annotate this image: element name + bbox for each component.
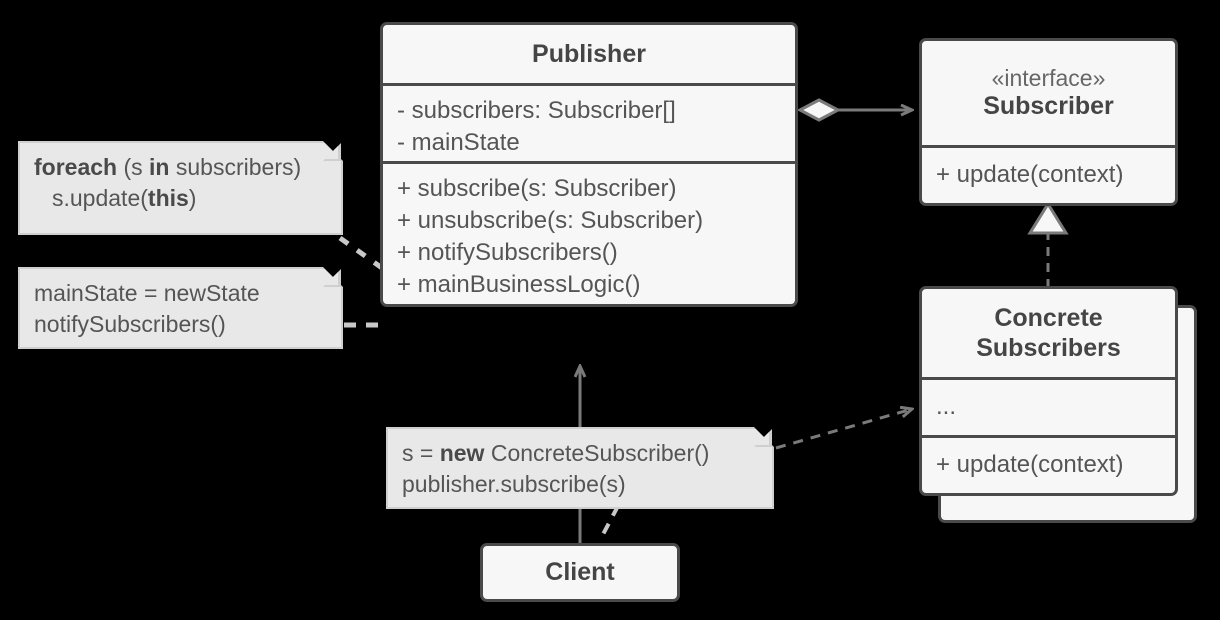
note-client-assign-pre: s =	[402, 440, 440, 466]
note-foreach[interactable]: foreach (s in subscribers) s.update(this…	[18, 141, 343, 235]
concrete-fields-section: ...	[922, 377, 1175, 435]
publisher-method-0: + subscribe(s: Subscriber)	[397, 175, 677, 202]
note-fold-triangle-inner-icon	[325, 272, 338, 285]
publisher-title-section: Publisher	[383, 25, 795, 83]
wire-clientnote-anchor	[598, 505, 620, 541]
publisher-method-3: + mainBusinessLogic()	[397, 271, 641, 299]
client-title: Client	[545, 558, 615, 587]
note-foreach-keyword-in: in	[149, 154, 170, 180]
class-box-client[interactable]: Client	[480, 543, 680, 602]
concrete-title-section: Concrete Subscribers	[922, 289, 1175, 377]
subscriber-stereotype: «interface»	[991, 64, 1106, 91]
concrete-title-line-1: Concrete	[994, 303, 1103, 332]
note-fold-triangle-inner-icon	[756, 432, 769, 445]
concrete-method-0: + update(context)	[936, 451, 1124, 479]
note-client-keyword-new: new	[439, 440, 485, 466]
note-main-state-line-2: notifySubscribers()	[34, 311, 226, 338]
note-main-state-line-1: mainState = newState	[34, 280, 260, 306]
wire-foreach-note-anchor	[338, 235, 384, 271]
client-title-section: Client	[483, 546, 677, 599]
publisher-field-1: - mainState	[397, 129, 520, 157]
publisher-title: Publisher	[532, 39, 646, 68]
publisher-method-1: + unsubscribe(s: Subscriber)	[397, 207, 704, 235]
class-box-subscriber-interface[interactable]: «interface» Subscriber + update(context)	[919, 38, 1178, 206]
note-foreach-line-1: foreach (s in subscribers)	[34, 152, 327, 183]
subscriber-title: Subscriber	[983, 91, 1114, 120]
note-fold-triangle-inner-icon	[325, 146, 338, 159]
class-box-concrete-subscribers[interactable]: Concrete Subscribers ... + update(contex…	[919, 286, 1178, 496]
note-foreach-call-pre: s.update(	[52, 185, 148, 212]
subscriber-title-section: «interface» Subscriber	[922, 41, 1175, 145]
note-foreach-text-a: (s	[117, 154, 150, 180]
publisher-method-2: + notifySubscribers()	[397, 239, 618, 267]
concrete-methods-section: + update(context)	[922, 435, 1175, 493]
note-client-code-line-2: publisher.subscribe(s)	[402, 471, 626, 498]
concrete-title-line-2: Subscribers	[976, 334, 1121, 362]
note-foreach-text-b: subscribers)	[169, 154, 302, 180]
note-client-code[interactable]: s = new ConcreteSubscriber() publisher.s…	[386, 427, 774, 509]
publisher-methods-section: + subscribe(s: Subscriber) + unsubscribe…	[383, 161, 795, 304]
concrete-field-0: ...	[936, 393, 957, 421]
note-client-assign-post: ConcreteSubscriber()	[484, 440, 710, 466]
wire-publisher-subscriber	[796, 98, 912, 122]
note-foreach-keyword-this: this	[147, 185, 189, 212]
note-foreach-call-post: )	[188, 185, 197, 212]
publisher-field-0: - subscribers: Subscriber[]	[397, 97, 676, 124]
wire-clientnote-concrete	[775, 409, 912, 450]
class-box-publisher[interactable]: Publisher - subscribers: Subscriber[] - …	[380, 22, 798, 307]
note-foreach-line-2: s.update(this)	[34, 183, 196, 214]
note-client-code-line-1: s = new ConcreteSubscriber()	[402, 438, 758, 469]
wire-concrete-implements-subscriber	[1027, 201, 1069, 288]
note-main-state[interactable]: mainState = newState notifySubscribers()	[18, 267, 343, 349]
subscriber-methods-section: + update(context)	[922, 145, 1175, 203]
subscriber-method-0: + update(context)	[936, 161, 1124, 189]
note-foreach-keyword-foreach: foreach	[34, 154, 118, 180]
publisher-fields-section: - subscribers: Subscriber[] - mainState	[383, 83, 795, 161]
